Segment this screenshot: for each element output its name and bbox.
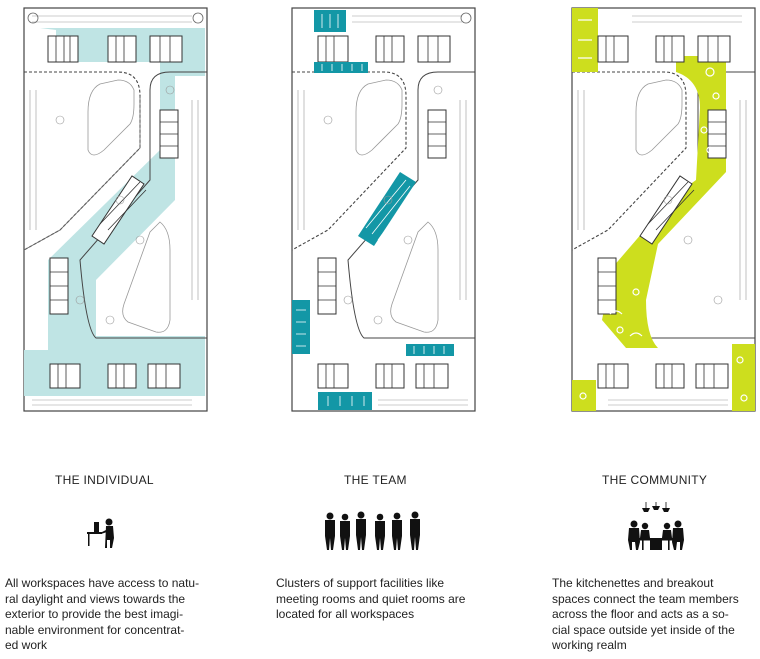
floor-plan-team bbox=[291, 7, 476, 412]
panel-individual: THE INDIVIDUAL All workspaces have acces… bbox=[0, 0, 253, 659]
description-line: nable environment for concentrat- bbox=[5, 622, 185, 637]
description-community: The kitchenettes and breakout spaces con… bbox=[552, 576, 760, 654]
description-line: Clusters of support facilities like bbox=[276, 576, 445, 590]
description-line: The kitchenettes and breakout bbox=[552, 576, 714, 590]
panel-community: THE COMMUNITY The kitchenettes and break… bbox=[550, 0, 760, 659]
description-line: across the floor and acts as a so- bbox=[552, 607, 729, 621]
description-line: ed work bbox=[5, 638, 48, 652]
description-line: located for all workspaces bbox=[276, 607, 415, 621]
description-team: Clusters of support facilities like meet… bbox=[276, 576, 516, 623]
floor-plan-individual bbox=[23, 7, 208, 412]
description-line: cial space outside yet inside of the bbox=[552, 622, 735, 637]
group-of-people-icon bbox=[325, 511, 420, 550]
panel-team: THE TEAM Clusters of support facilities … bbox=[270, 0, 523, 659]
description-line: spaces connect the team members bbox=[552, 591, 739, 606]
description-line: meeting rooms and quiet rooms are bbox=[276, 591, 466, 606]
description-line: working realm bbox=[552, 638, 627, 652]
heading-team: THE TEAM bbox=[344, 473, 407, 487]
person-at-desk-icon bbox=[87, 518, 114, 548]
heading-community: THE COMMUNITY bbox=[602, 473, 708, 487]
description-line: ral daylight and views towards the bbox=[5, 591, 186, 606]
floor-plan-community bbox=[571, 7, 756, 412]
people-at-table-icon bbox=[628, 502, 684, 550]
description-line: All workspaces have access to natu- bbox=[5, 576, 200, 590]
heading-individual: THE INDIVIDUAL bbox=[55, 473, 154, 487]
description-individual: All workspaces have access to natu- ral … bbox=[5, 576, 245, 654]
description-line: exterior to provide the best imagi- bbox=[5, 607, 184, 621]
community-zone bbox=[572, 8, 755, 411]
